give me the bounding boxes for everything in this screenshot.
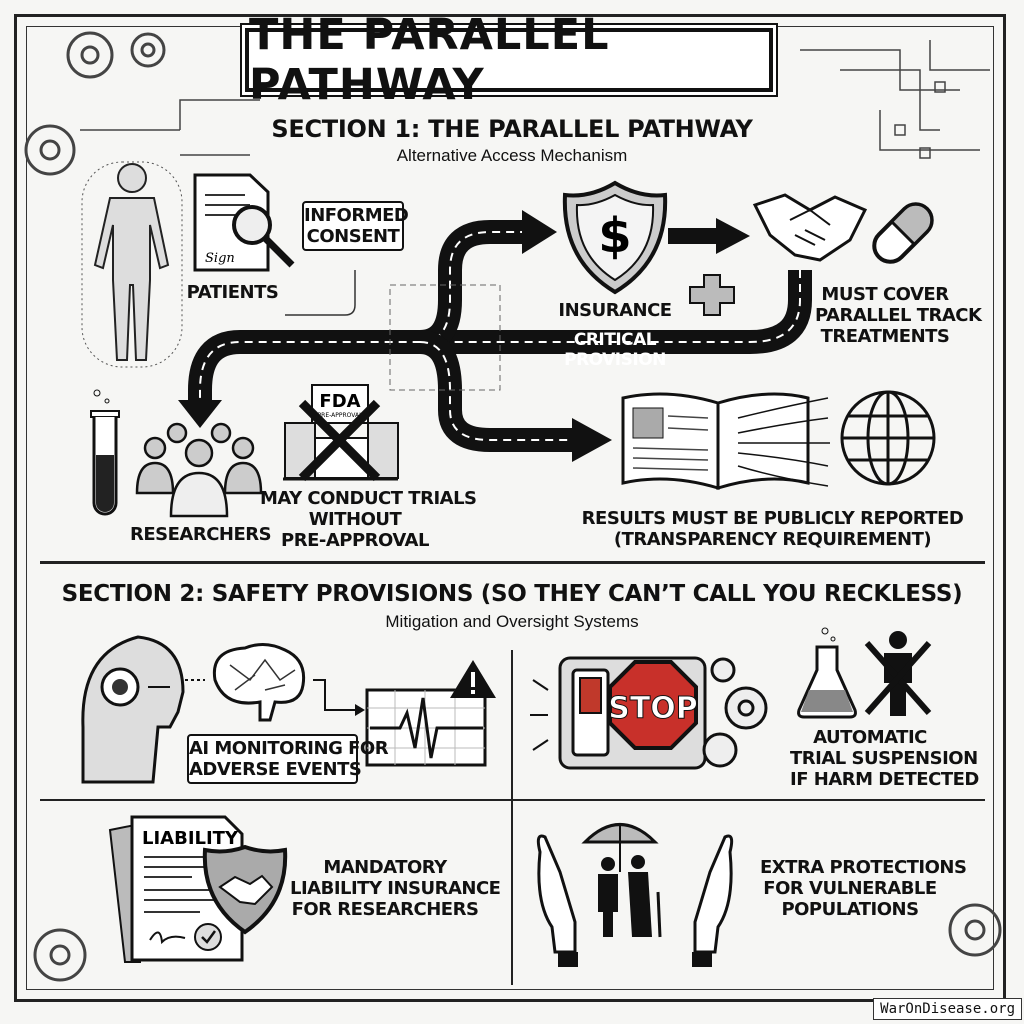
section-divider bbox=[40, 561, 985, 564]
stop-sign-icon bbox=[608, 660, 698, 750]
informed-consent-box: INFORMED CONSENT bbox=[302, 201, 409, 251]
consent-document-icon: Sign bbox=[193, 173, 295, 272]
gears-icon bbox=[702, 657, 768, 768]
fda-building-crossed-icon: FDA PRE-APPROVAL bbox=[283, 384, 399, 482]
brain-icon bbox=[212, 643, 306, 722]
suspension-label: AUTOMATIC TRIAL SUSPENSION IF HARM DETEC… bbox=[790, 727, 979, 790]
section2-heading: SECTION 2: SAFETY PROVISIONS (SO THEY CA… bbox=[61, 581, 963, 607]
stop-text: STOP bbox=[608, 691, 698, 726]
dollar-icon: $ bbox=[598, 208, 631, 264]
fda-stamp-sub: PRE-APPROVAL bbox=[318, 412, 364, 419]
label-line: MAY CONDUCT TRIALS bbox=[260, 488, 477, 509]
must-cover-label: MUST COVER PARALLEL TRACK TREATMENTS bbox=[815, 284, 982, 347]
results-label: RESULTS MUST BE PUBLICLY REPORTED (TRANS… bbox=[580, 508, 965, 550]
label-line: MANDATORY bbox=[323, 857, 447, 878]
label-line: AUTOMATIC bbox=[813, 727, 927, 748]
circuit-decoration-icon bbox=[800, 40, 990, 159]
ai-monitoring-box: AI MONITORING FOR ADVERSE EVENTS bbox=[187, 734, 389, 784]
test-tube-icon bbox=[90, 389, 120, 516]
label-line: FOR VULNERABLE bbox=[763, 878, 937, 899]
trials-label: MAY CONDUCT TRIALS WITHOUT PRE-APPROVAL bbox=[260, 488, 477, 551]
consent-line: CONSENT bbox=[306, 226, 400, 247]
insurance-shield-icon: $ bbox=[562, 180, 668, 295]
crossed-person-icon bbox=[864, 631, 932, 716]
label-line: TREATMENTS bbox=[820, 326, 950, 347]
flask-icon bbox=[797, 627, 857, 719]
label-line: ADVERSE EVENTS bbox=[189, 759, 362, 780]
label-line: TRIAL SUSPENSION bbox=[790, 748, 978, 769]
globe-icon bbox=[840, 390, 936, 486]
label-line: (TRANSPARENCY REQUIREMENT) bbox=[613, 529, 932, 550]
handshake-icon bbox=[752, 193, 868, 262]
magnifier-icon bbox=[232, 205, 272, 245]
road-to-insurance bbox=[419, 220, 525, 354]
vulnerable-label: EXTRA PROTECTIONS FOR VULNERABLE POPULAT… bbox=[760, 857, 967, 920]
watermark: WarOnDisease.org bbox=[873, 998, 1022, 1020]
section2-subtitle: Mitigation and Oversight Systems bbox=[385, 612, 639, 631]
section1-subtitle: Alternative Access Mechanism bbox=[396, 146, 628, 165]
label-line: WITHOUT bbox=[308, 509, 402, 530]
section1-heading: SECTION 1: THE PARALLEL PATHWAY bbox=[271, 115, 753, 143]
signature bbox=[149, 931, 186, 945]
consent-line: INFORMED bbox=[304, 205, 409, 226]
label-line: PRE-APPROVAL bbox=[281, 530, 429, 551]
label-line: MUST COVER bbox=[821, 284, 949, 305]
vertical-divider bbox=[511, 650, 513, 985]
label-line: EXTRA PROTECTIONS bbox=[760, 857, 967, 878]
gear-circuit-decoration-icon bbox=[24, 31, 260, 176]
arrow-head bbox=[572, 418, 612, 462]
researchers-group-icon bbox=[135, 422, 263, 518]
patients-label: PATIENTS bbox=[186, 282, 279, 303]
arrow-head bbox=[178, 400, 222, 428]
arrow-head bbox=[716, 218, 750, 254]
label-line: AI MONITORING FOR bbox=[189, 738, 389, 759]
researchers-label: RESEARCHERS bbox=[130, 524, 272, 545]
patient-figure-icon bbox=[81, 161, 183, 368]
arrow-head bbox=[522, 210, 557, 254]
liability-label: MANDATORY LIABILITY INSURANCE FOR RESEAR… bbox=[290, 857, 501, 920]
ecg-monitor-icon bbox=[365, 688, 487, 767]
label-line: FOR RESEARCHERS bbox=[291, 899, 479, 920]
ai-robot-head-icon bbox=[81, 635, 185, 784]
horizontal-divider bbox=[40, 799, 985, 801]
gear-decoration-icon bbox=[948, 903, 1002, 957]
pill-icon bbox=[872, 202, 934, 264]
warning-icon bbox=[450, 660, 496, 698]
seal-icon bbox=[194, 923, 222, 951]
main-title: THE PARALLEL PATHWAY bbox=[249, 10, 610, 110]
liability-document-icon: LIABILITY bbox=[108, 815, 288, 963]
insurance-label: INSURANCE bbox=[558, 300, 672, 321]
gear-decoration-icon bbox=[33, 928, 87, 982]
open-book-icon bbox=[621, 392, 830, 491]
dashed-box bbox=[389, 284, 501, 391]
plus-icon bbox=[689, 274, 735, 316]
consent-connector bbox=[285, 270, 356, 316]
inner-frame bbox=[26, 26, 994, 990]
outer-frame bbox=[14, 14, 1006, 1002]
label-line: POPULATIONS bbox=[781, 899, 919, 920]
emergency-stop-panel: STOP bbox=[530, 656, 768, 770]
label-line: LIABILITY INSURANCE bbox=[290, 878, 501, 899]
protective-hands-umbrella-icon bbox=[536, 823, 734, 967]
fda-stamp: FDA bbox=[319, 391, 360, 412]
signature: Sign bbox=[205, 251, 235, 266]
main-title-banner: THE PARALLEL PATHWAY bbox=[245, 10, 773, 110]
critical-provision-label: CRITICAL PROVISION bbox=[564, 330, 666, 370]
label-line: PARALLEL TRACK bbox=[815, 305, 982, 326]
label-line: RESULTS MUST BE PUBLICLY REPORTED bbox=[581, 508, 964, 529]
label-line: IF HARM DETECTED bbox=[790, 769, 979, 790]
liability-doc-title: LIABILITY bbox=[142, 828, 239, 849]
monitor-connectors bbox=[185, 679, 365, 716]
